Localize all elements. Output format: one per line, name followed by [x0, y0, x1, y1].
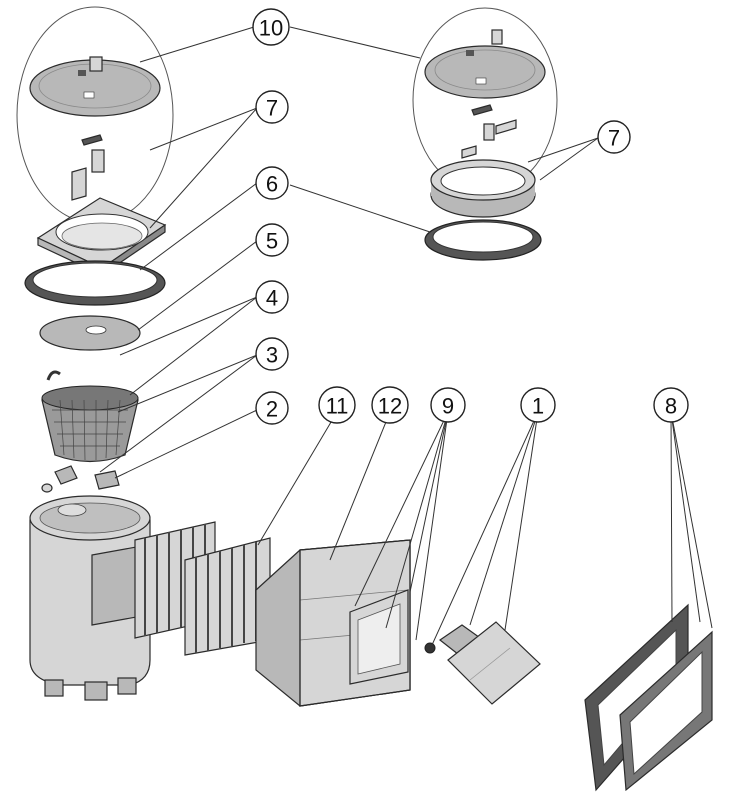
basket-cover-disk	[39, 315, 141, 351]
callout-10: 10	[252, 8, 290, 46]
callout-1: 1	[520, 387, 556, 423]
callout-7-left: 7	[255, 90, 289, 124]
svg-text:7: 7	[266, 96, 278, 121]
inner-frame	[349, 589, 409, 685]
svg-text:1: 1	[532, 394, 544, 419]
callout-12: 12	[371, 386, 409, 424]
lid-lock-left	[71, 134, 105, 201]
svg-text:9: 9	[442, 394, 454, 419]
svg-text:4: 4	[266, 286, 278, 311]
callout-5: 5	[255, 223, 289, 257]
skimmer-lid-right	[424, 29, 546, 99]
callout-11: 11	[318, 386, 356, 424]
round-collar	[430, 159, 536, 218]
callout-9: 9	[430, 387, 466, 423]
face-plates	[584, 603, 713, 792]
skimmer-body	[29, 495, 176, 701]
callout-6: 6	[255, 166, 289, 200]
screw	[41, 483, 53, 493]
svg-text:5: 5	[266, 229, 278, 254]
svg-text:7: 7	[608, 126, 620, 151]
basket-clips	[54, 465, 120, 490]
square-collar	[36, 197, 167, 277]
gasket-ring-left	[24, 260, 166, 306]
leader-lines	[99, 26, 713, 646]
skimmer-basket	[41, 370, 139, 463]
callout-4: 4	[255, 280, 289, 314]
svg-text:6: 6	[266, 172, 278, 197]
svg-text:2: 2	[266, 397, 278, 422]
svg-text:11: 11	[326, 394, 349, 419]
callout-3: 3	[255, 337, 289, 371]
callout-7-right: 7	[597, 120, 631, 154]
svg-text:12: 12	[378, 394, 402, 419]
svg-text:3: 3	[266, 343, 278, 368]
lid-lock-right	[461, 104, 517, 159]
gasket-ring-right	[424, 219, 542, 261]
weir-flap	[424, 621, 541, 705]
skimmer-lid-left	[29, 56, 161, 117]
svg-text:10: 10	[259, 16, 283, 41]
svg-text:8: 8	[665, 394, 677, 419]
callout-8: 8	[653, 387, 689, 423]
callout-2: 2	[255, 391, 289, 425]
